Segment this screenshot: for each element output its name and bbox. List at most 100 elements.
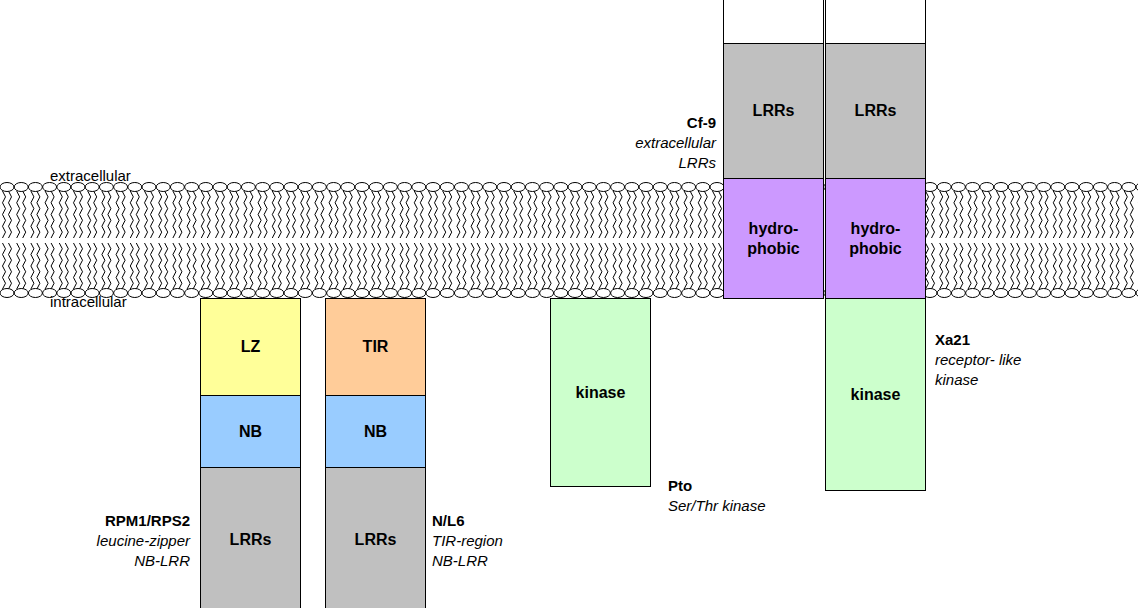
lipid bbox=[1110, 243, 1113, 289]
lipid bbox=[321, 243, 324, 289]
lipid bbox=[994, 289, 1008, 298]
lipid bbox=[500, 191, 503, 238]
lipid bbox=[719, 243, 722, 289]
lipid bbox=[193, 191, 196, 238]
lipid bbox=[185, 289, 199, 298]
lipid bbox=[1079, 183, 1093, 192]
lipid bbox=[1031, 243, 1034, 289]
lipid bbox=[1102, 243, 1105, 289]
domain-name: kinase bbox=[851, 385, 901, 404]
lipid bbox=[1068, 191, 1071, 238]
domain-name: LRRs bbox=[355, 530, 397, 549]
lipid bbox=[364, 243, 367, 289]
lipid bbox=[946, 191, 949, 238]
lipid bbox=[426, 289, 440, 298]
lipid bbox=[1017, 243, 1020, 289]
lipid bbox=[426, 183, 440, 192]
lipid bbox=[568, 183, 582, 192]
lipid bbox=[327, 183, 341, 192]
lipid bbox=[556, 191, 559, 238]
lipid bbox=[278, 191, 281, 238]
lipid bbox=[582, 289, 596, 298]
lipid bbox=[696, 289, 710, 298]
lipid bbox=[611, 289, 625, 298]
lipid bbox=[102, 243, 105, 289]
lipid bbox=[287, 191, 290, 238]
tir-domain: TIR bbox=[325, 298, 426, 396]
lipid bbox=[301, 243, 304, 289]
extracellular-domain-box bbox=[723, 0, 824, 44]
lipid bbox=[244, 191, 247, 238]
lipid bbox=[435, 191, 438, 238]
lipid bbox=[372, 191, 375, 238]
lipid bbox=[443, 191, 446, 238]
lipid bbox=[457, 243, 460, 289]
lipid bbox=[568, 289, 582, 298]
lipid bbox=[165, 243, 168, 289]
lipid bbox=[500, 243, 503, 289]
lipid bbox=[511, 289, 525, 298]
lipid bbox=[1074, 191, 1077, 238]
lipid bbox=[65, 191, 68, 238]
lipid bbox=[605, 191, 608, 238]
lipid bbox=[293, 191, 296, 238]
lipid bbox=[696, 183, 710, 192]
lipid bbox=[968, 243, 971, 289]
lipid bbox=[951, 183, 965, 192]
lipid bbox=[1003, 191, 1006, 238]
domain-name: LZ bbox=[241, 337, 261, 356]
domain-name: kinase bbox=[576, 383, 626, 402]
lipid bbox=[378, 243, 381, 289]
lipid bbox=[335, 191, 338, 238]
lipid bbox=[670, 243, 673, 289]
lipid bbox=[946, 243, 949, 289]
lipid bbox=[386, 243, 389, 289]
lipid bbox=[1008, 183, 1022, 192]
lipid bbox=[1122, 289, 1136, 298]
lipid bbox=[639, 183, 653, 192]
protein-name: RPM1/RPS2 bbox=[105, 511, 190, 531]
lipid bbox=[477, 191, 480, 238]
lipid bbox=[227, 183, 241, 192]
lipid bbox=[312, 183, 326, 192]
lipid bbox=[59, 243, 62, 289]
lipid bbox=[236, 243, 239, 289]
lipid bbox=[690, 243, 693, 289]
lipid bbox=[400, 243, 403, 289]
lipid bbox=[449, 191, 452, 238]
lipid bbox=[230, 243, 233, 289]
lipid bbox=[256, 183, 270, 192]
lipid bbox=[1037, 183, 1051, 192]
kinase-domain: kinase bbox=[550, 298, 651, 487]
lipid bbox=[165, 191, 168, 238]
lipid bbox=[145, 243, 148, 289]
lipid bbox=[1096, 191, 1099, 238]
lipid bbox=[1011, 243, 1014, 289]
protein-class: TIR-region NB-LRR bbox=[432, 531, 520, 570]
lipid bbox=[1039, 191, 1042, 238]
lrr-domain: LRRs bbox=[825, 43, 926, 179]
lipid bbox=[960, 243, 963, 289]
lipid bbox=[173, 243, 176, 289]
lipid bbox=[392, 243, 395, 289]
lipid bbox=[151, 191, 154, 238]
transmembrane-domain: hydro- phobic bbox=[825, 178, 926, 299]
leucine-zipper-domain: LZ bbox=[200, 298, 301, 396]
lipid bbox=[136, 191, 139, 238]
lipid bbox=[145, 191, 148, 238]
lipid bbox=[142, 183, 156, 192]
lipid bbox=[244, 243, 247, 289]
lipid bbox=[656, 243, 659, 289]
protein-name: Pto bbox=[668, 476, 692, 496]
lipid bbox=[315, 191, 318, 238]
lipid bbox=[1108, 289, 1122, 298]
lipid bbox=[142, 289, 156, 298]
lipid bbox=[491, 243, 494, 289]
lipid bbox=[1065, 289, 1079, 298]
lipid bbox=[31, 243, 34, 289]
lipid bbox=[256, 289, 270, 298]
kinase-domain: kinase bbox=[825, 298, 926, 491]
lipid bbox=[684, 191, 687, 238]
lipid bbox=[1053, 243, 1056, 289]
lipid bbox=[74, 191, 77, 238]
